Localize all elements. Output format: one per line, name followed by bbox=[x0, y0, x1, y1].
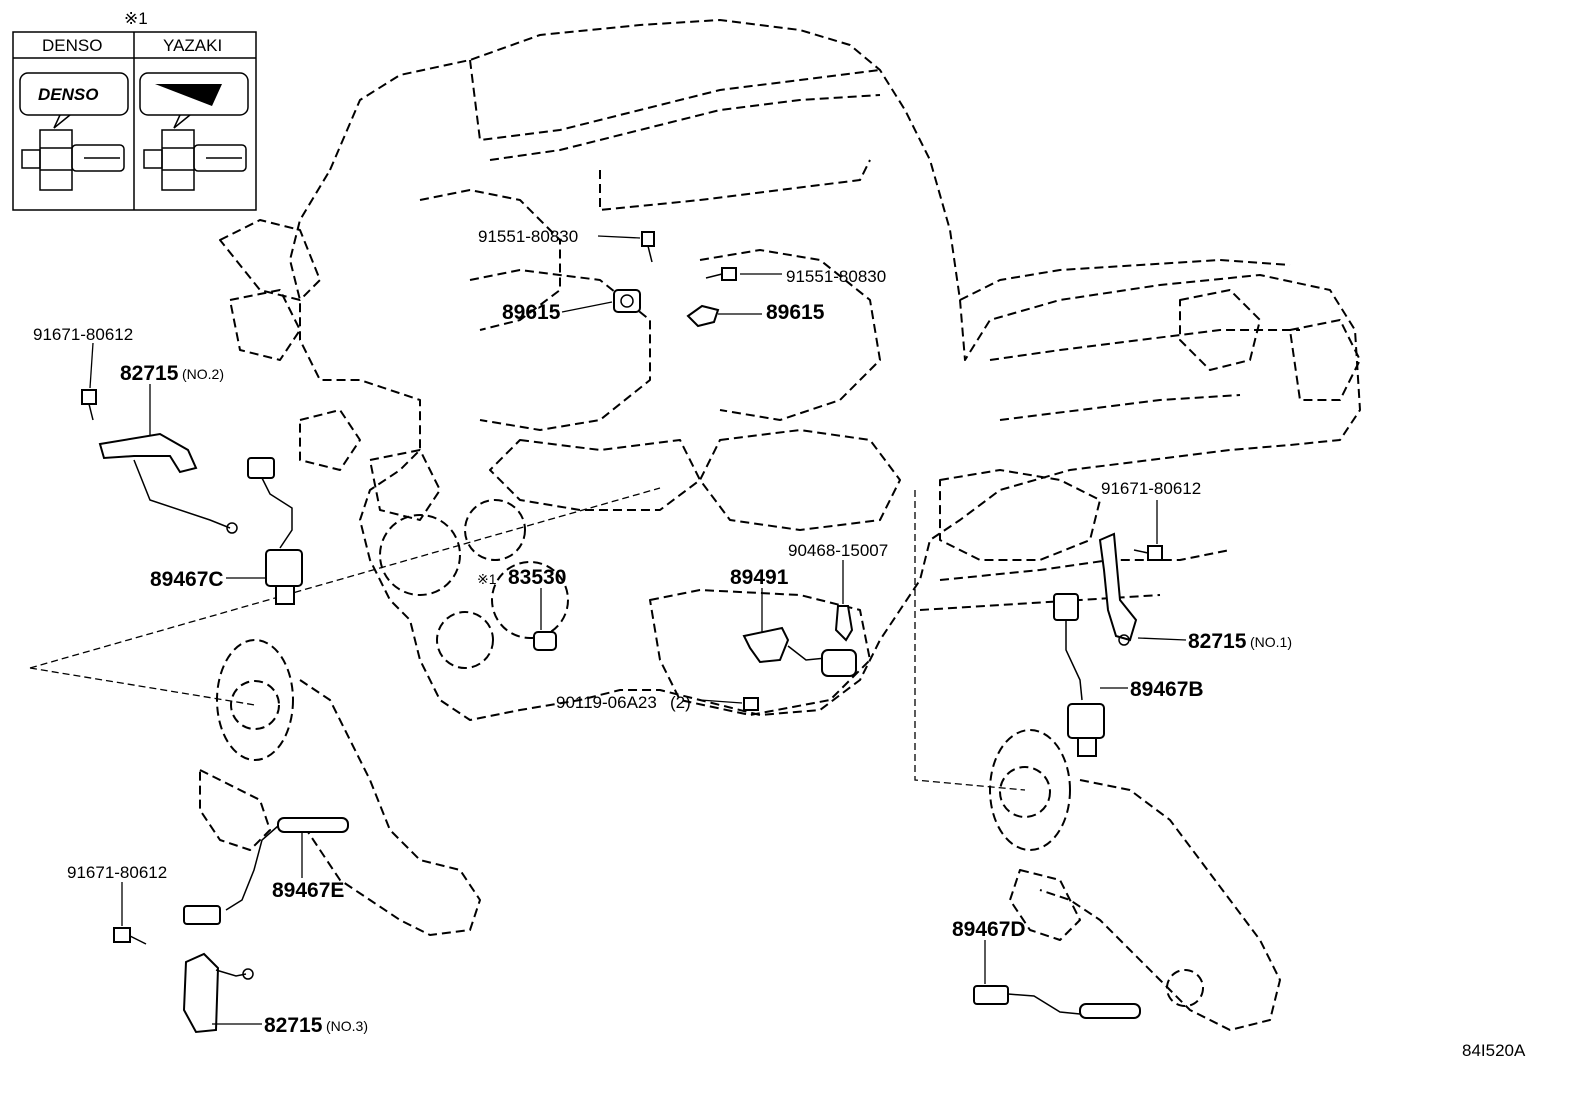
exhaust-right bbox=[989, 729, 1281, 1031]
label-91551-80830-b: 91551-80830 bbox=[786, 267, 886, 286]
bracket-82715-no1[interactable] bbox=[1098, 532, 1138, 646]
oxygen-sensor-89467E[interactable] bbox=[183, 817, 349, 925]
bolt-90119-06A23[interactable] bbox=[743, 697, 759, 711]
label-91671-80612-c: 91671-80612 bbox=[67, 863, 167, 882]
label-89615-b: 89615 bbox=[766, 301, 825, 324]
bolt-91671-c[interactable] bbox=[113, 927, 147, 945]
label-82715-no3-note: (NO.3) bbox=[326, 1018, 368, 1034]
label-89467B: 89467B bbox=[1130, 678, 1204, 701]
engine-outline bbox=[219, 19, 1361, 721]
projection-line-b bbox=[914, 490, 1026, 791]
legend-box: ※1 DENSO YAZAKI DENSO bbox=[12, 9, 257, 211]
label-89467E: 89467E bbox=[272, 879, 344, 902]
bracket-82715-no2[interactable] bbox=[98, 432, 238, 534]
label-91671-80612-b: 91671-80612 bbox=[1101, 479, 1201, 498]
label-90468-15007: 90468-15007 bbox=[788, 541, 888, 560]
label-90119-06A23: 90119-06A23 bbox=[556, 693, 657, 712]
legend-col-denso: DENSO bbox=[42, 36, 102, 55]
clip-90468-15007[interactable] bbox=[834, 605, 854, 642]
label-82715-no1-note: (NO.1) bbox=[1250, 634, 1292, 650]
oxygen-sensor-89467D[interactable] bbox=[973, 985, 1141, 1019]
denso-logo: DENSO bbox=[19, 72, 129, 129]
legend-marker: ※1 bbox=[124, 9, 148, 28]
label-89615-a: 89615 bbox=[502, 301, 561, 324]
label-90119-qty: (2) bbox=[670, 693, 691, 712]
oxygen-sensor-89467C[interactable] bbox=[247, 457, 303, 605]
legend-col-yazaki: YAZAKI bbox=[163, 36, 222, 55]
label-83530: 83530 bbox=[508, 566, 566, 589]
crank-sensor-89491[interactable] bbox=[742, 626, 857, 677]
knock-sensor-83530[interactable] bbox=[533, 631, 557, 651]
bolt-91551-b[interactable] bbox=[705, 267, 737, 281]
label-83530-marker: ※1 bbox=[477, 571, 497, 587]
label-82715-no1: 82715 bbox=[1188, 630, 1247, 653]
label-89467D: 89467D bbox=[952, 918, 1026, 941]
denso-sensor-sketch bbox=[21, 129, 125, 191]
diagram-code: 84I520A bbox=[1462, 1041, 1526, 1060]
yazaki-sensor-sketch bbox=[143, 129, 247, 191]
leader-lines bbox=[89, 235, 1187, 1025]
cam-sensor-89615-a[interactable] bbox=[613, 289, 641, 313]
bolt-91671-b[interactable] bbox=[1133, 545, 1163, 561]
bolt-91671-a[interactable] bbox=[81, 389, 97, 421]
label-89491: 89491 bbox=[730, 566, 789, 589]
oxygen-sensor-89467B[interactable] bbox=[1053, 593, 1105, 757]
label-82715-no2: 82715 bbox=[120, 362, 179, 385]
label-82715-no2-note: (NO.2) bbox=[182, 366, 224, 382]
label-82715-no3: 82715 bbox=[264, 1014, 323, 1037]
label-89467C: 89467C bbox=[150, 568, 224, 591]
bracket-82715-no3[interactable] bbox=[182, 952, 254, 1034]
label-91671-80612-a: 91671-80612 bbox=[33, 325, 133, 344]
projection-line-c2 bbox=[29, 667, 256, 706]
yazaki-logo bbox=[139, 72, 249, 129]
exhaust-left bbox=[199, 639, 481, 936]
svg-text:DENSO: DENSO bbox=[38, 85, 98, 104]
bolt-91551-a[interactable] bbox=[641, 231, 655, 263]
cam-sensor-89615-b[interactable] bbox=[686, 304, 720, 328]
label-91551-80830-a: 91551-80830 bbox=[478, 227, 578, 246]
